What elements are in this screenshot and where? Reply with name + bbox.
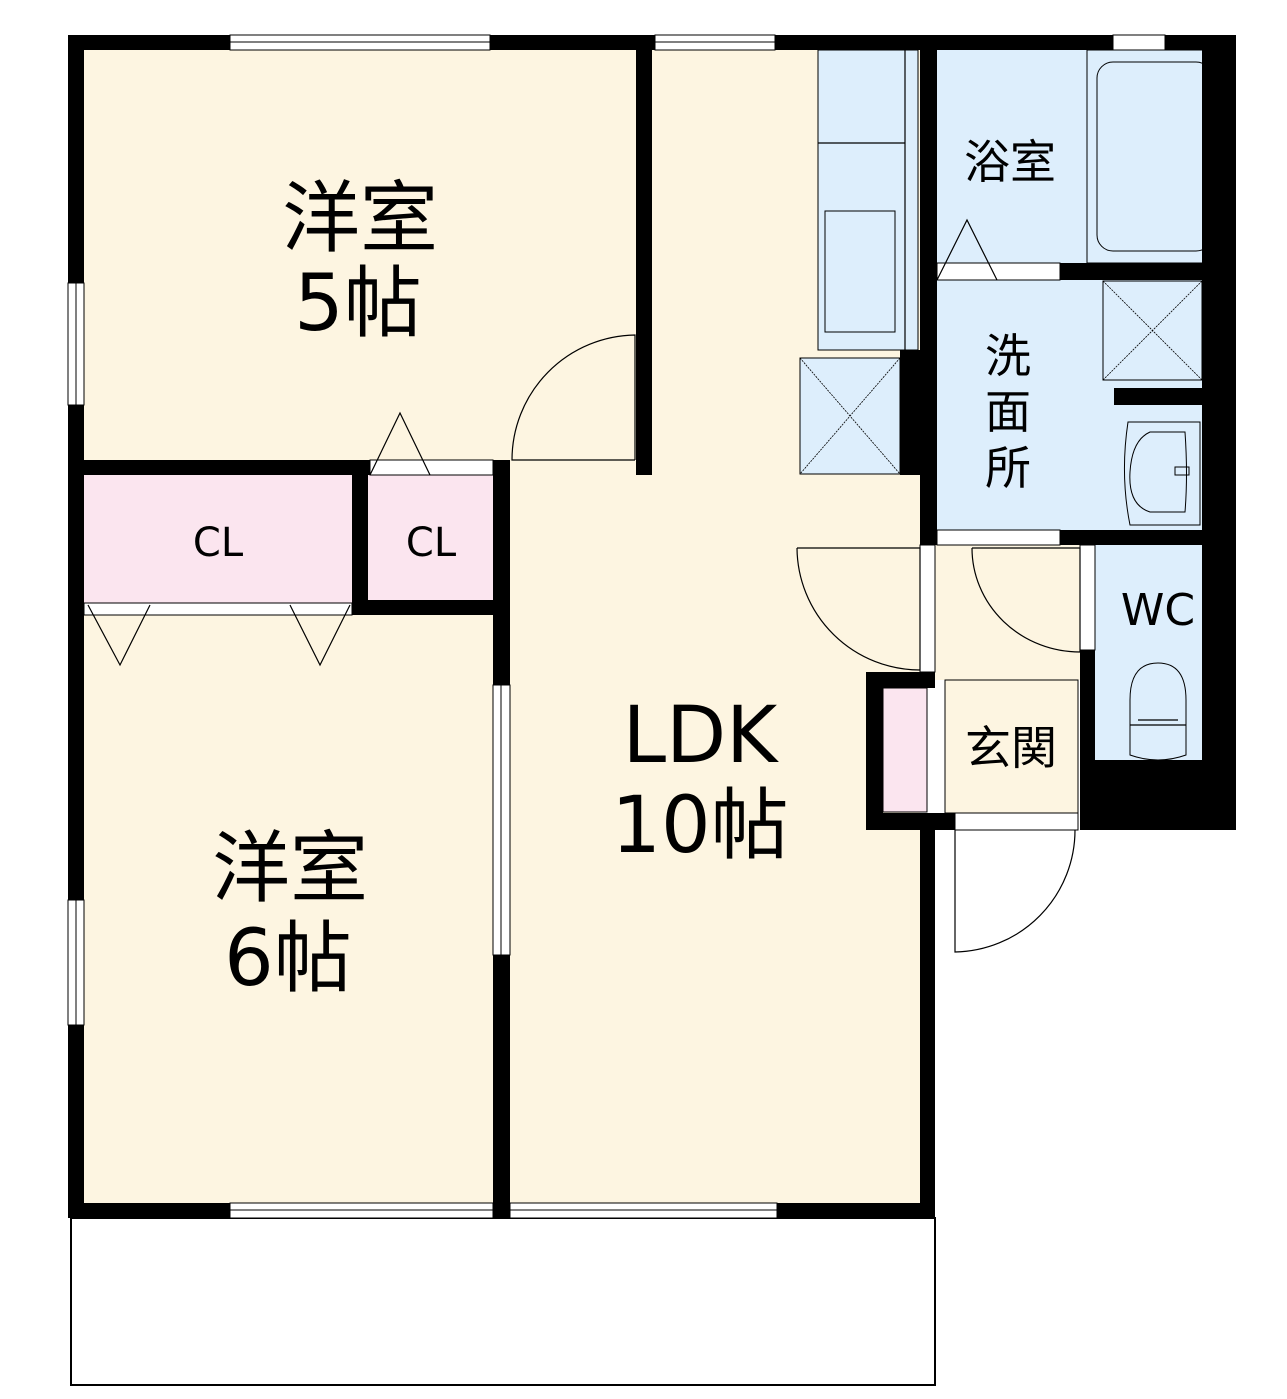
- room-label-washroom-2: 面: [985, 385, 1031, 439]
- washing-machine-space: [1102, 280, 1203, 381]
- doors: [87, 218, 1081, 953]
- room-size-ldk: 10帖: [611, 781, 788, 871]
- room-label-washroom-1: 洗: [985, 329, 1031, 383]
- room-entrance: [944, 679, 1079, 814]
- shoe-closet: [882, 687, 928, 813]
- room-label-western-5: 洋室: [282, 174, 438, 264]
- closet-2: [368, 475, 493, 600]
- windows: [67, 34, 1166, 1219]
- room-label-wc: WC: [1121, 585, 1195, 636]
- room-label-washroom-3: 所: [985, 441, 1031, 495]
- room-label-entrance: 玄関: [965, 721, 1057, 775]
- closet-label-2: CL: [406, 520, 457, 566]
- room-western-6: [84, 615, 493, 1203]
- refrigerator-space: [799, 357, 901, 475]
- room-size-western-5: 5帖: [294, 259, 422, 349]
- bathtub: [1086, 49, 1221, 264]
- washbasin: [1123, 421, 1201, 526]
- room-label-bath: 浴室: [964, 135, 1056, 189]
- toilet: [1129, 662, 1187, 761]
- closet-label-1: CL: [193, 520, 244, 566]
- kitchen-counter: [817, 49, 919, 351]
- balcony: [70, 1217, 936, 1386]
- room-label-ldk: LDK: [623, 691, 780, 781]
- room-label-western-6: 洋室: [212, 824, 368, 914]
- kitchen-sink: [824, 210, 896, 333]
- hallway: [935, 545, 1080, 680]
- room-size-western-6: 6帖: [224, 914, 352, 1004]
- closet-1: [84, 475, 352, 603]
